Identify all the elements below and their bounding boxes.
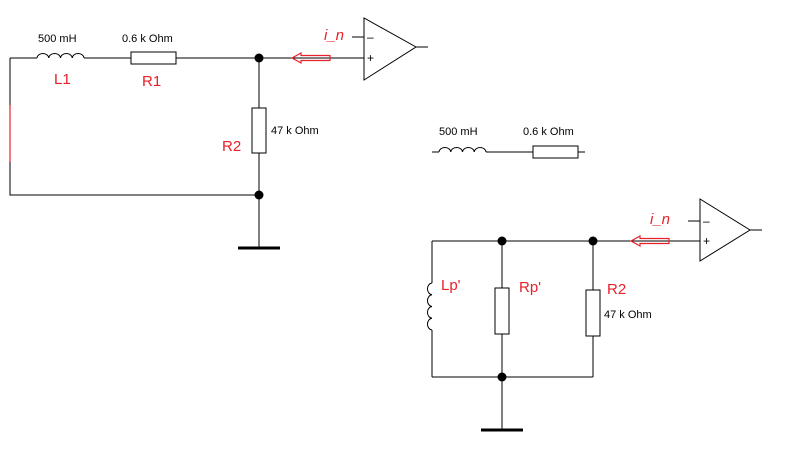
c1-inductor-l1 [36, 53, 85, 59]
c2-inductor-lp [427, 282, 433, 331]
c1-resistor-r2 [251, 107, 267, 154]
circuit-1: – + i_n 500 mH L1 0.6 k Ohm R1 R2 47 k O… [9, 17, 428, 250]
sm-inductor [438, 147, 487, 153]
c1-node-top [254, 53, 264, 63]
c2-rp-name: Rp' [519, 279, 541, 296]
c1-current-arrow [290, 51, 331, 65]
c1-current-label: i_n [324, 27, 344, 44]
circuit-2: – + i_n Lp' Rp' R2 47 k Ohm [427, 198, 762, 432]
c2-node-top-r2 [588, 236, 598, 246]
c2-r2-value: 47 k Ohm [604, 309, 652, 321]
c2-r2-name: R2 [607, 281, 626, 298]
series-model: 500 mH 0.6 k Ohm [432, 126, 585, 159]
sm-r-value: 0.6 k Ohm [523, 126, 574, 138]
c2-opamp-triangle [699, 198, 751, 262]
c1-l1-value: 500 mH [38, 33, 77, 45]
c2-node-bottom [497, 372, 507, 382]
c2-opamp-minus-sign: – [703, 214, 710, 228]
c1-left-wire [9, 58, 259, 196]
c1-node-bottom [254, 190, 264, 200]
c1-opamp-minus-sign: – [367, 30, 374, 44]
c2-opamp-plus-sign: + [703, 234, 710, 248]
c2-resistor-rp [494, 287, 510, 335]
c2-current-arrow [629, 234, 670, 248]
c1-r1-name: R1 [142, 73, 161, 90]
c2-resistor-r2 [585, 289, 601, 337]
sm-l-value: 500 mH [439, 126, 478, 138]
c2-lp-name: Lp' [441, 277, 461, 294]
c1-opamp-plus-sign: + [367, 51, 374, 65]
c1-r2-name: R2 [222, 138, 241, 155]
c2-current-label: i_n [650, 211, 670, 228]
c1-r2-value: 47 k Ohm [271, 125, 319, 137]
c1-resistor-r1 [130, 51, 177, 65]
sm-resistor [532, 145, 579, 159]
c1-opamp-triangle [363, 17, 417, 81]
c1-l1-name: L1 [54, 71, 71, 88]
c2-node-top-rp [497, 236, 507, 246]
c1-r1-value: 0.6 k Ohm [122, 33, 173, 45]
